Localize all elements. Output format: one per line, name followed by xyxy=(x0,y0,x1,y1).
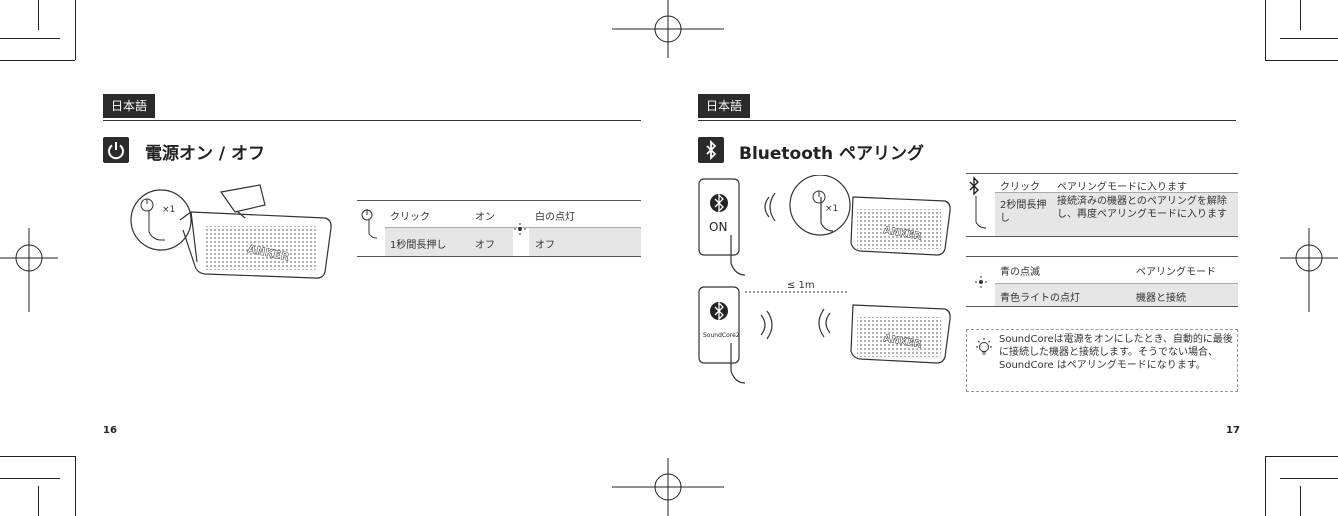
power-icon xyxy=(103,137,129,163)
table-cell: 1秒間長押し xyxy=(390,236,446,251)
section-title: Bluetooth ペアリング xyxy=(739,139,924,164)
table-cell: 青の点滅 xyxy=(1000,263,1040,278)
table-cell: オン xyxy=(475,208,495,223)
language-tab: 日本語 xyxy=(103,94,155,118)
page-number: 16 xyxy=(103,425,117,436)
phone-outline xyxy=(699,179,739,255)
tip-text: SoundCoreは電源をオンにしたとき、自動的に最後に接続した機器と接続します… xyxy=(999,333,1233,372)
phone-app-label: SoundCore2 xyxy=(703,332,740,339)
tap-count: ×1 xyxy=(162,205,175,215)
table-cell: ペアリングモード xyxy=(1136,263,1216,278)
phone-outline xyxy=(699,287,739,363)
table-cell: クリック xyxy=(390,208,430,223)
header-rule xyxy=(103,120,641,121)
table-cell: オフ xyxy=(535,236,555,251)
table-cell: ペアリングモードに入ります xyxy=(1057,178,1187,193)
pairing-illustration: ON SoundCore2 ×1 ≤ 1m ANKER ANKER xyxy=(695,175,960,395)
language-tab: 日本語 xyxy=(698,94,750,118)
table-cell: 機器と接続 xyxy=(1136,289,1186,304)
table-cell: オフ xyxy=(475,236,495,251)
page-number: 17 xyxy=(1226,425,1240,436)
bluetooth-icon xyxy=(698,137,724,163)
bluetooth-button-icon xyxy=(966,176,990,232)
tip-note: SoundCoreは電源をオンにしたとき、自動的に最後に接続した機器と接続します… xyxy=(966,329,1238,392)
tap-count: ×1 xyxy=(825,204,838,214)
section-title: 電源オン / オフ xyxy=(145,139,265,164)
table-cell: 青色ライトの点灯 xyxy=(1000,289,1080,304)
table-cell: 白の点灯 xyxy=(535,208,575,223)
light-icon xyxy=(975,276,987,288)
distance-label: ≤ 1m xyxy=(787,280,815,291)
power-button-icon xyxy=(359,206,379,240)
speaker-illustration: ANKER ×1 xyxy=(125,180,340,280)
light-icon xyxy=(514,223,526,235)
table-cell: 接続済みの機器とのペアリングを解除し、再度ペアリングモードに入ります xyxy=(1057,195,1232,221)
phone-on-label: ON xyxy=(709,220,727,234)
lightbulb-icon xyxy=(975,338,993,358)
table-rule xyxy=(357,200,641,201)
header-rule xyxy=(698,120,1236,121)
table-cell: クリック xyxy=(1000,178,1040,193)
zoom-circle xyxy=(131,190,191,250)
table-cell: 2秒間長押し xyxy=(1000,199,1050,225)
